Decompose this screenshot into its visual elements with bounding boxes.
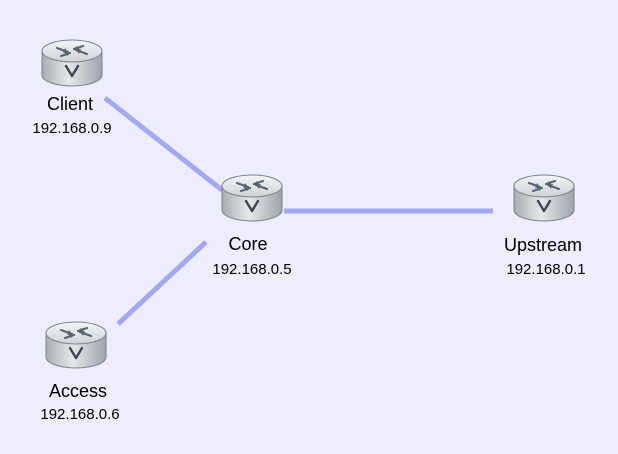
node-ip: 192.168.0.9 — [32, 120, 111, 137]
node-core[interactable]: Core 192.168.0.5 — [212, 173, 292, 278]
router-icon[interactable] — [220, 173, 284, 223]
router-icon[interactable] — [512, 173, 576, 223]
node-client[interactable]: Client 192.168.0.9 — [32, 38, 112, 137]
node-name: Client — [47, 94, 93, 114]
node-name: Core — [228, 234, 267, 254]
node-ip: 192.168.0.5 — [212, 261, 291, 278]
node-ip: 192.168.0.1 — [506, 261, 585, 278]
links-layer — [103, 96, 493, 326]
node-upstream[interactable]: Upstream 192.168.0.1 — [504, 173, 586, 278]
router-icon[interactable] — [44, 320, 108, 370]
router-icon[interactable] — [40, 38, 104, 88]
node-name: Upstream — [504, 235, 582, 255]
node-access[interactable]: Access 192.168.0.6 — [40, 320, 120, 423]
node-name: Access — [49, 381, 107, 401]
node-ip: 192.168.0.6 — [40, 406, 119, 423]
link-client-core — [103, 96, 224, 192]
link-core-access — [116, 240, 208, 326]
